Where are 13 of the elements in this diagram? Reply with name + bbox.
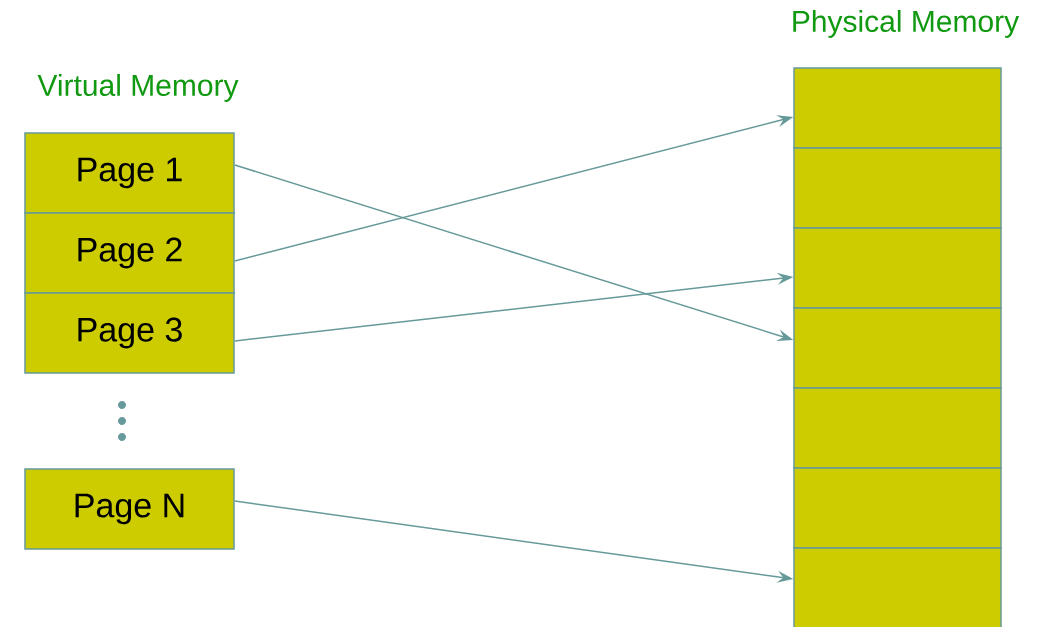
page-box: Page 3: [24, 292, 235, 374]
memory-heading: Virtual Memory: [37, 74, 239, 102]
page-box: Page 1: [24, 132, 235, 214]
memory-heading: Physical Memory: [793, 10, 1020, 38]
frame-box: [793, 147, 1002, 229]
page-box: Page N: [24, 468, 235, 550]
frame-box: [793, 547, 1002, 627]
page-box: Page 2: [24, 212, 235, 294]
frame-box: [793, 227, 1002, 309]
frame-box: [793, 387, 1002, 469]
frame-box: [793, 67, 1002, 149]
frame-box: [793, 307, 1002, 389]
frame-box: [793, 467, 1002, 549]
